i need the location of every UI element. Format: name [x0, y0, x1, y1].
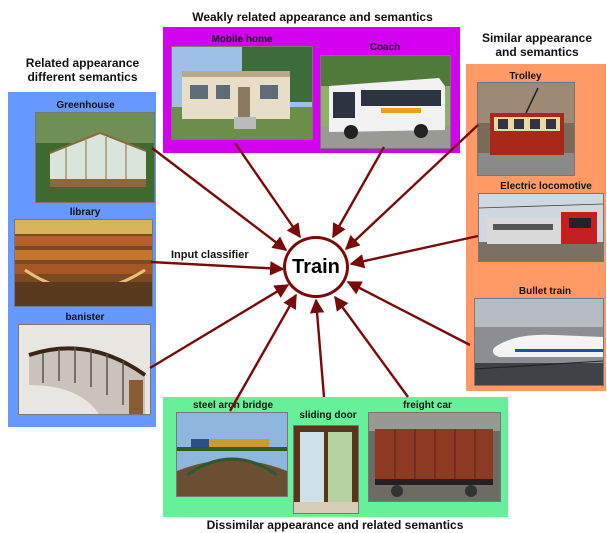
related-appearance-title-line2: different semantics [27, 70, 138, 84]
arrow-bullet-train [346, 280, 471, 347]
related-appearance-title-line1: Related appearance [25, 56, 140, 70]
library-label: library [69, 207, 101, 218]
arrow-banister [149, 283, 290, 370]
steel-arch-bridge-label: steel arch bridge [192, 400, 274, 411]
arrow-steel-arch-bridge [228, 293, 298, 412]
greenhouse-label: Greenhouse [56, 100, 115, 111]
arrow-coach [331, 146, 386, 239]
arrow-mobile-home [234, 142, 301, 239]
greenhouse-image [35, 112, 155, 203]
similar-title-line1: Similar appearance [481, 31, 593, 45]
mobile-home-image [171, 46, 313, 140]
sliding-door-label: sliding door [299, 410, 357, 421]
input-classifier-label: Input classifier [171, 249, 249, 261]
similar-title-line2: and semantics [495, 45, 579, 59]
coach-image [320, 55, 451, 149]
dissimilar-title: Dissimilar appearance and related semant… [206, 518, 464, 532]
coach-label: Coach [369, 42, 401, 53]
freight-car-label: freight car [403, 400, 452, 411]
trolley-label: Trolley [509, 71, 542, 82]
sliding-door-image [293, 425, 359, 514]
steel-arch-bridge-image [176, 412, 288, 497]
weakly-related-title: Weakly related appearance and semantics [192, 10, 433, 24]
electric-locomotive-label: Electric locomotive [500, 181, 592, 192]
bullet-train-image [474, 298, 604, 386]
mobile-home-label: Mobile home [211, 34, 273, 45]
banister-label: banister [65, 312, 105, 323]
arrow-freight-car [334, 295, 409, 398]
arrow-library [150, 260, 285, 276]
train-node: Train [283, 236, 349, 298]
library-image [14, 219, 153, 307]
arrow-greenhouse [151, 147, 288, 251]
freight-car-image [368, 412, 501, 502]
train-label: Train [292, 255, 340, 278]
arrow-electric-locomotive [349, 234, 479, 269]
bullet-train-label: Bullet train [518, 286, 572, 297]
banister-image [18, 324, 151, 415]
electric-locomotive-image [478, 193, 604, 262]
arrow-sliding-door [309, 298, 326, 398]
trolley-image [477, 82, 575, 176]
